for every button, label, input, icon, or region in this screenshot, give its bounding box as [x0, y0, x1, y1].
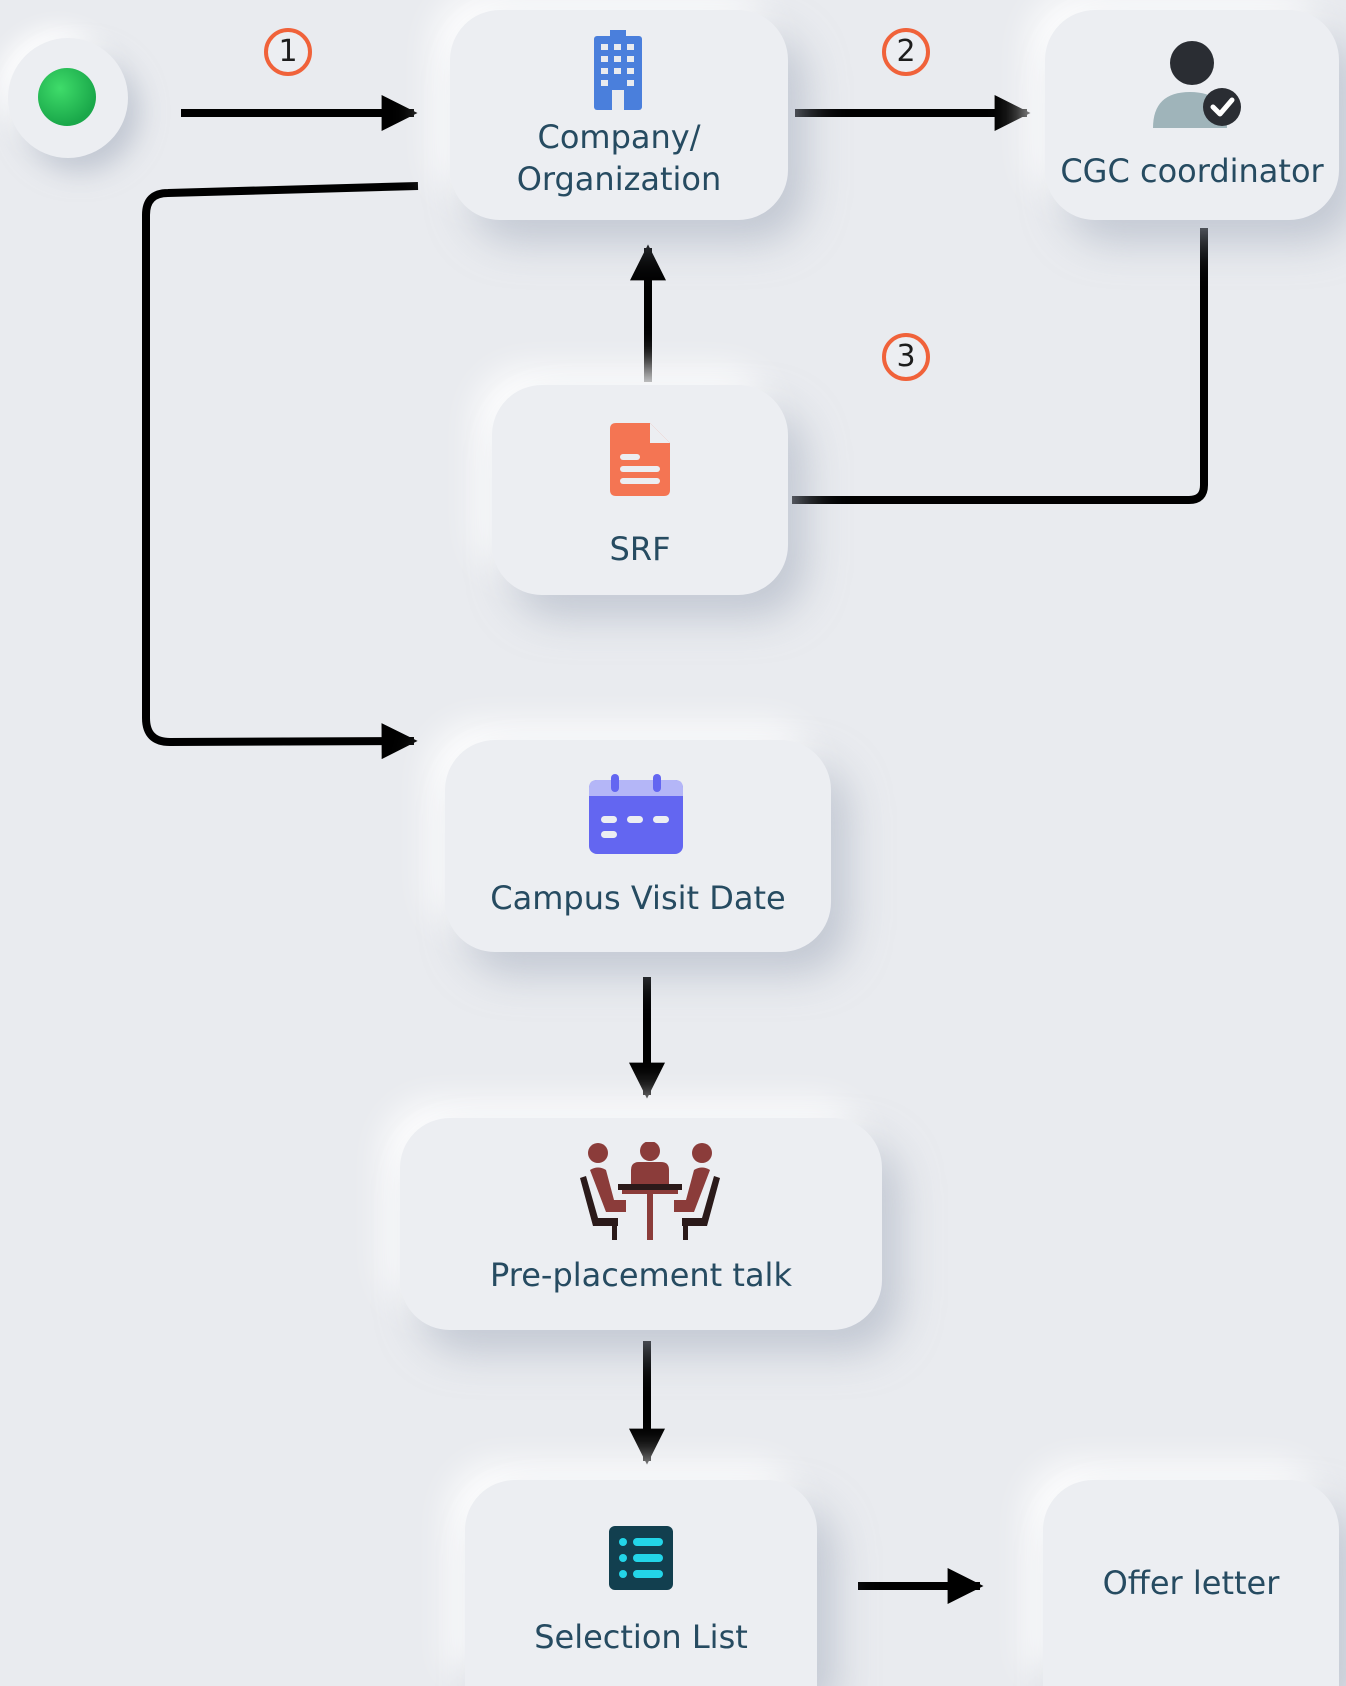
start-node	[8, 38, 128, 158]
step-badge-3: 3	[882, 333, 930, 381]
cgc-label: CGC coordinator	[1060, 152, 1324, 190]
node-srf[interactable]: SRF	[492, 385, 788, 595]
node-cgc-coordinator[interactable]: CGC coordinator	[1045, 10, 1339, 220]
arrow-company-to-campus	[142, 182, 419, 760]
building-icon	[594, 30, 642, 110]
selection-list-label: Selection List	[534, 1618, 748, 1656]
step-badge-1: 1	[264, 28, 312, 76]
node-selection-list[interactable]: Selection List	[465, 1480, 817, 1686]
meeting-icon	[580, 1142, 720, 1240]
pre-placement-label: Pre-placement talk	[490, 1256, 792, 1294]
document-icon	[610, 423, 670, 496]
node-company[interactable]: Company/ Organization	[450, 10, 788, 220]
verified-user-icon	[1153, 41, 1241, 128]
company-label: Company/ Organization	[516, 118, 722, 198]
list-icon	[609, 1526, 673, 1590]
start-dot	[38, 68, 96, 126]
arrow-cgc-to-srf	[792, 228, 1208, 504]
step-badge-2: 2	[882, 28, 930, 76]
campus-visit-label: Campus Visit Date	[490, 879, 786, 917]
calendar-icon	[589, 774, 683, 854]
node-offer-letter[interactable]: Offer letter	[1043, 1480, 1339, 1686]
srf-label: SRF	[609, 530, 671, 568]
offer-letter-label: Offer letter	[1102, 1564, 1280, 1602]
node-campus-visit-date[interactable]: Campus Visit Date	[445, 740, 831, 952]
node-pre-placement-talk[interactable]: Pre-placement talk	[400, 1118, 882, 1330]
